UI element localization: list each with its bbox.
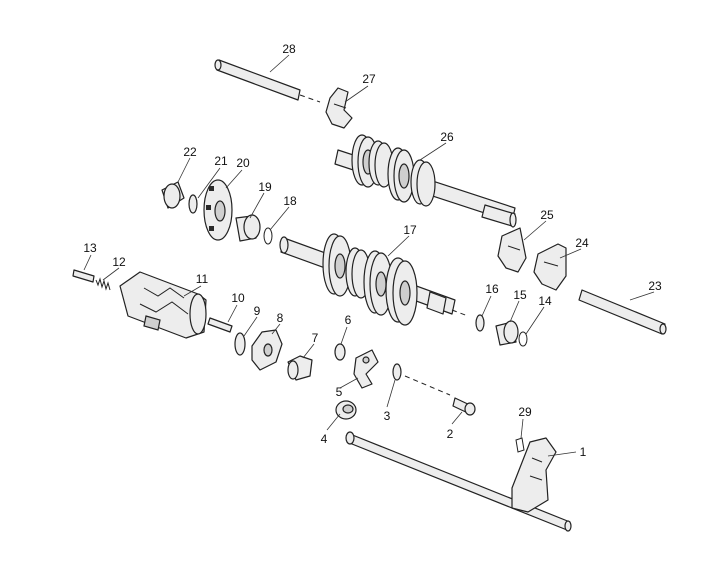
- countershaft-gear-4: [410, 159, 436, 207]
- callout-18: 18: [283, 194, 297, 208]
- callout-3: 3: [384, 409, 391, 423]
- callout-7: 7: [312, 331, 319, 345]
- star-cam-8: [251, 329, 283, 371]
- callout-15: 15: [513, 288, 527, 302]
- bearing-19: [235, 214, 261, 242]
- spring-12: [95, 277, 111, 291]
- shift-stopper-5: [353, 349, 379, 389]
- shift-fork-upper: [325, 87, 353, 129]
- main-shaft-gear-4: [385, 257, 418, 326]
- leader-lines: [83, 54, 655, 457]
- washer-21: [188, 194, 198, 214]
- callout-23: 23: [648, 279, 662, 293]
- callout-21: 21: [214, 154, 228, 168]
- callout-2: 2: [447, 427, 454, 441]
- callout-20: 20: [236, 156, 250, 170]
- shift-fork-24: [533, 243, 567, 291]
- callout-28: 28: [282, 42, 296, 56]
- bolt-7: [287, 355, 313, 381]
- callout-16: 16: [485, 282, 499, 296]
- callout-labels: 1 2 3 4 5 6 7 8 9 10 11 12 13 14 15 16 1…: [83, 42, 662, 459]
- callout-26: 26: [440, 130, 454, 144]
- callout-8: 8: [277, 311, 284, 325]
- shift-drum-11: [119, 271, 207, 339]
- shift-fork-25: [497, 227, 527, 273]
- fork-shaft-lower: [578, 289, 667, 335]
- callout-10: 10: [231, 291, 245, 305]
- callout-27: 27: [362, 72, 376, 86]
- spring-4: [335, 400, 357, 420]
- fork-shaft-upper: [214, 59, 301, 101]
- callout-29: 29: [518, 405, 532, 419]
- callout-17: 17: [403, 223, 417, 237]
- callout-14: 14: [538, 294, 552, 308]
- main-shaft-gear-1: [322, 233, 352, 297]
- star-wheel-20: [203, 179, 233, 241]
- callout-12: 12: [112, 255, 126, 269]
- callout-1: 1: [580, 445, 587, 459]
- callout-9: 9: [254, 304, 261, 318]
- callout-6: 6: [345, 313, 352, 327]
- washer-9: [234, 332, 246, 356]
- callout-22: 22: [183, 145, 197, 159]
- callout-25: 25: [540, 208, 554, 222]
- callout-13: 13: [83, 241, 97, 255]
- callout-24: 24: [575, 236, 589, 250]
- pin-10: [207, 317, 233, 333]
- washer-16: [475, 314, 485, 332]
- bearing-22: [161, 181, 185, 209]
- shift-shaft-1: [345, 431, 572, 532]
- callout-5: 5: [336, 385, 343, 399]
- clip-29: [515, 437, 525, 453]
- detent-pin-13: [72, 269, 95, 283]
- washer-6: [334, 343, 346, 361]
- circlip-18: [263, 227, 273, 245]
- main-shaft-assembly: [279, 233, 456, 326]
- bearing-15: [495, 320, 519, 346]
- countershaft-gear-3: [387, 147, 415, 203]
- callout-11: 11: [196, 272, 209, 286]
- circlip-14: [518, 331, 528, 347]
- callout-19: 19: [258, 180, 272, 194]
- main-shaft-gear-2: [345, 247, 371, 299]
- countershaft-assembly: [334, 134, 517, 228]
- bolt-2: [452, 397, 476, 416]
- washer-3: [392, 363, 402, 381]
- callout-4: 4: [321, 432, 328, 446]
